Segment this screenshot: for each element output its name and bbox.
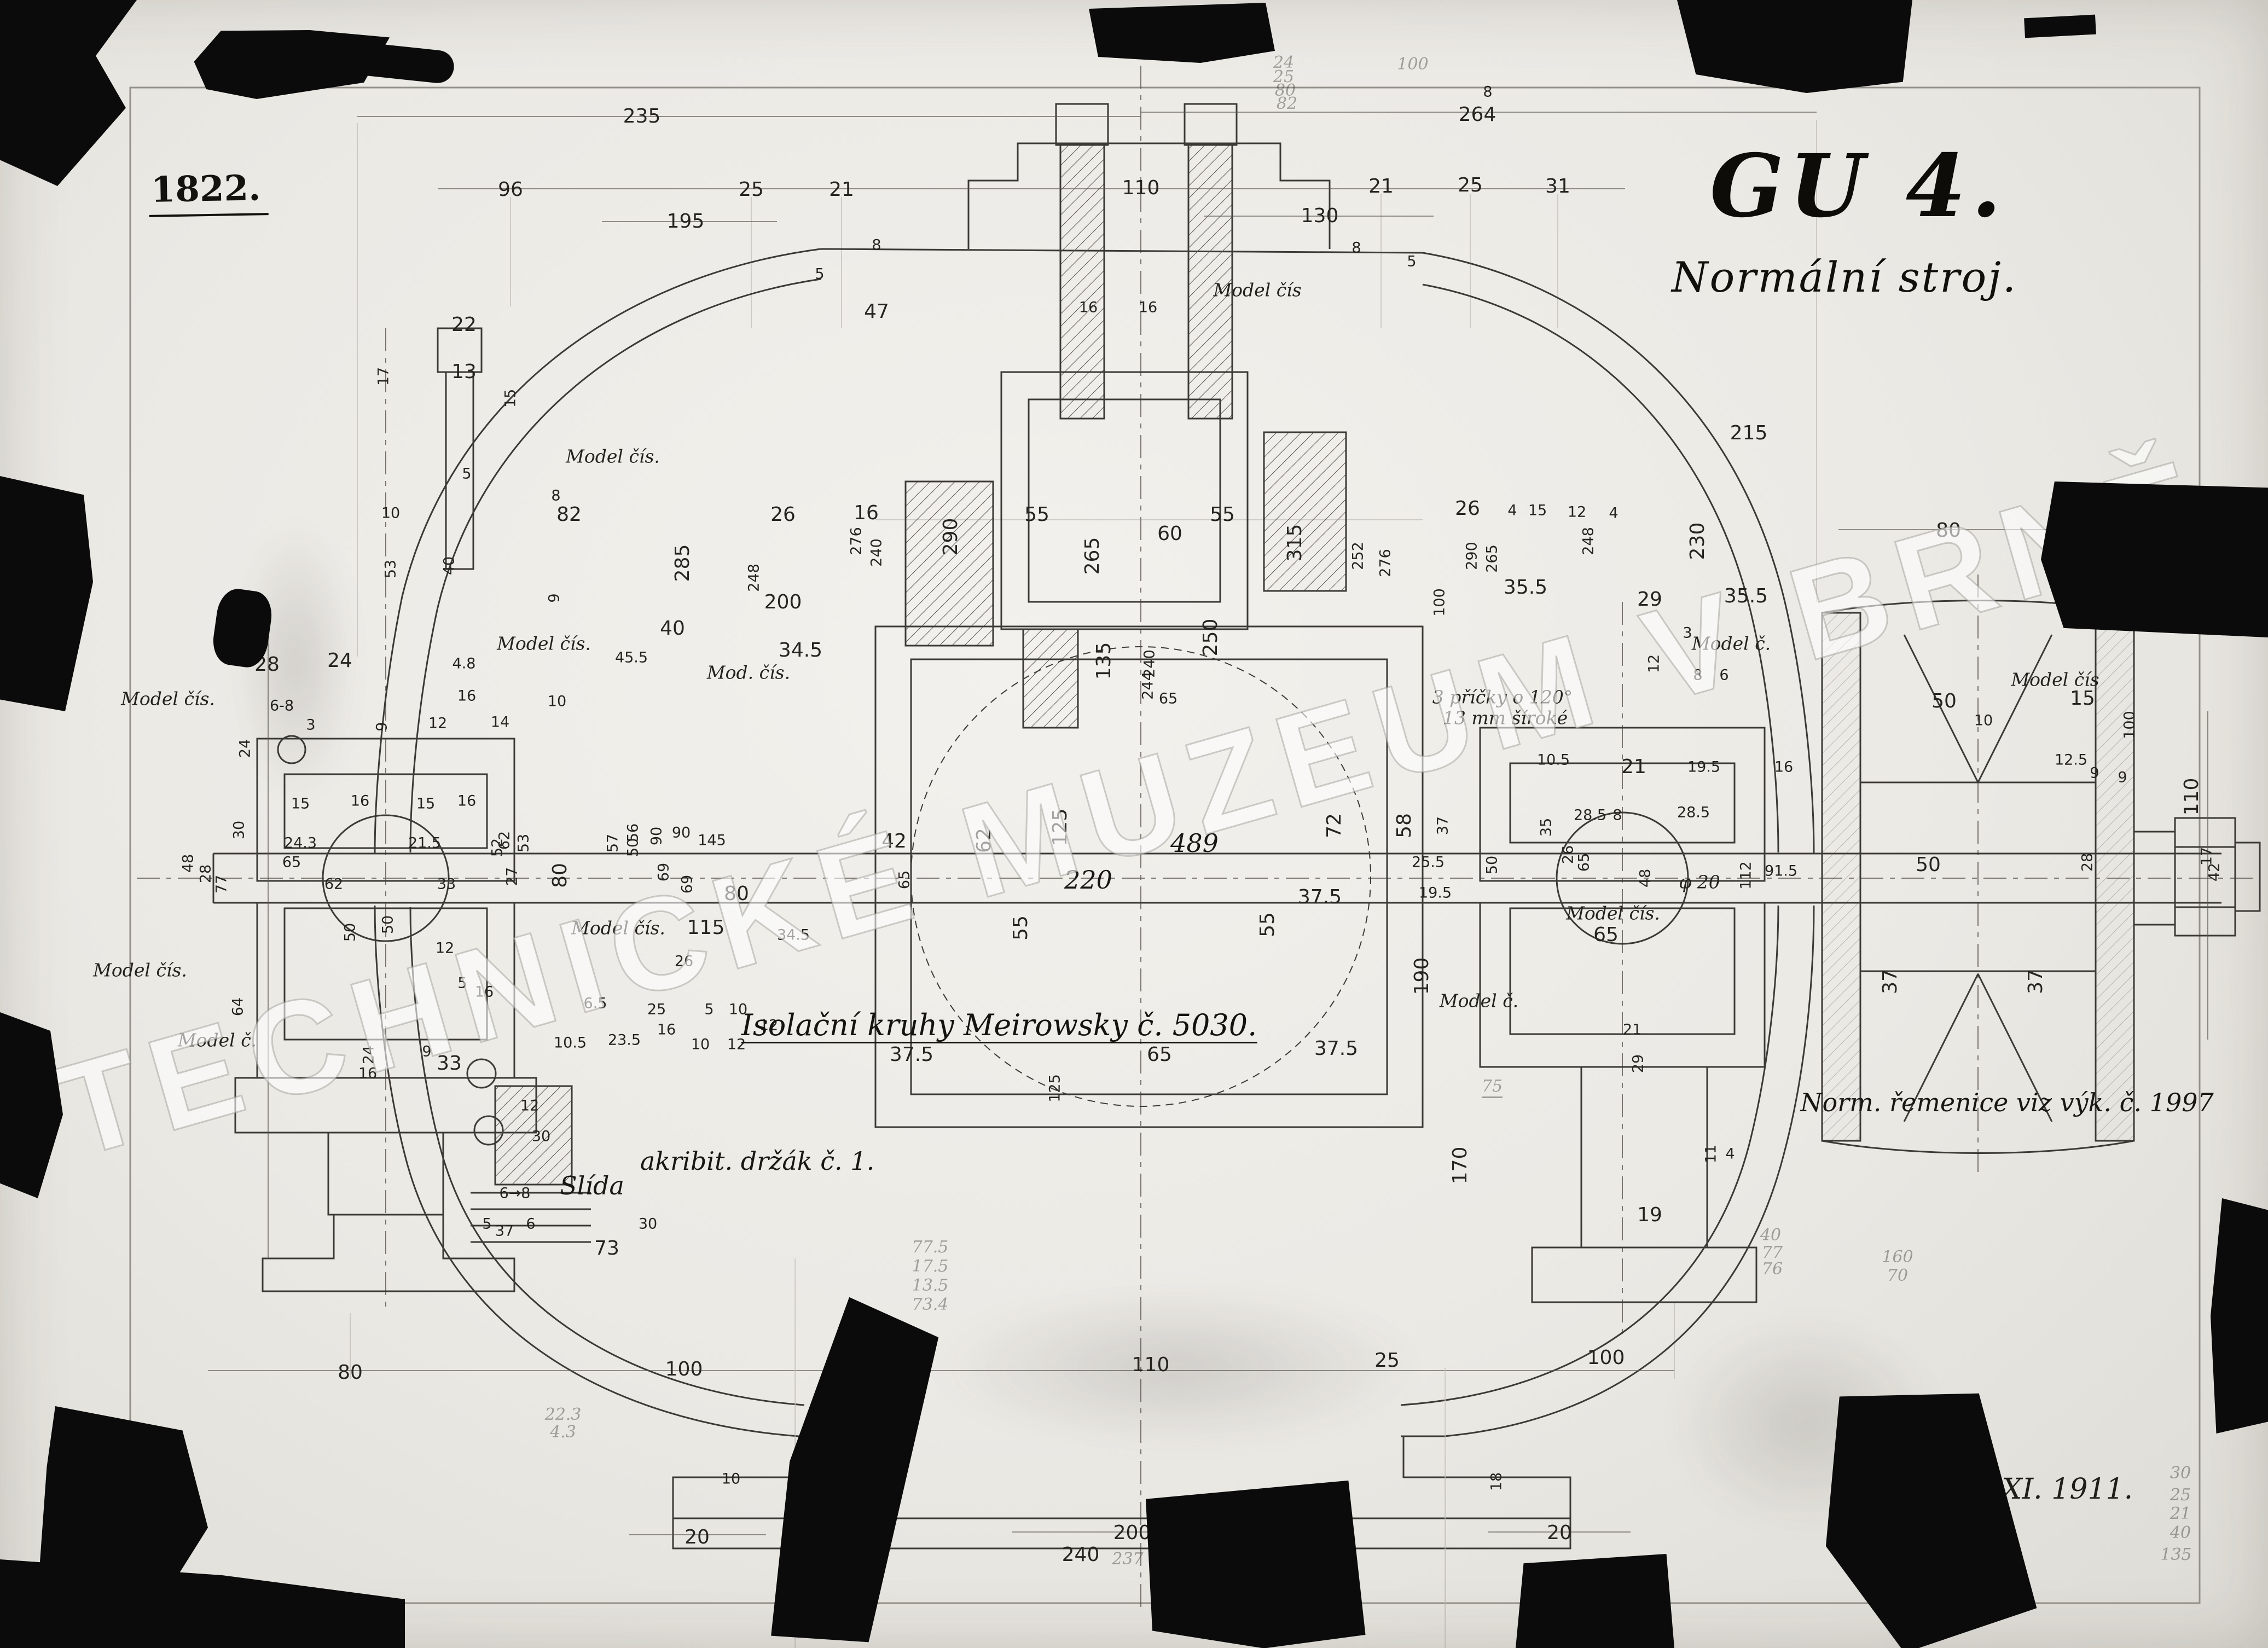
page-title: GU 4.: [1710, 136, 2007, 237]
armature-outer: [874, 625, 1424, 1128]
brush-gear-detail: [466, 1058, 591, 1243]
tape-mark: [1677, 0, 1912, 93]
frame-inner: [409, 278, 1779, 1406]
pulley: [1821, 600, 2135, 1154]
subtitle: Normální stroj.: [1672, 253, 2018, 301]
drawing-number: 1822.: [148, 167, 269, 217]
left-bearing: [234, 738, 537, 1292]
centerlines: [137, 66, 2254, 1609]
tape-mark: [2211, 1198, 2268, 1434]
tape-mark: [2041, 481, 2268, 637]
field-core-right: [1263, 431, 1347, 592]
dimension-lines: [208, 112, 2208, 1535]
tape-mark: [2024, 14, 2096, 38]
tape-mark: [1516, 1554, 1674, 1648]
field-core-left: [904, 480, 994, 647]
stud-right: [1187, 144, 1233, 420]
frame-outer: [374, 248, 1815, 1437]
paper-crease: [1445, 1368, 1446, 1648]
armature-inner: [910, 658, 1388, 1095]
tape-mark: [1089, 3, 1275, 63]
top-cap: [967, 142, 1331, 249]
stain: [930, 1286, 1423, 1450]
right-bearing: [1479, 727, 1766, 1303]
shaft: [212, 852, 2221, 904]
stud-left: [1059, 144, 1105, 420]
machine-body: [212, 103, 2261, 1550]
tape-mark: [1141, 1473, 1371, 1648]
armature-pitch-circle: [910, 646, 1371, 1107]
shaft-end-nut: [2134, 817, 2261, 937]
